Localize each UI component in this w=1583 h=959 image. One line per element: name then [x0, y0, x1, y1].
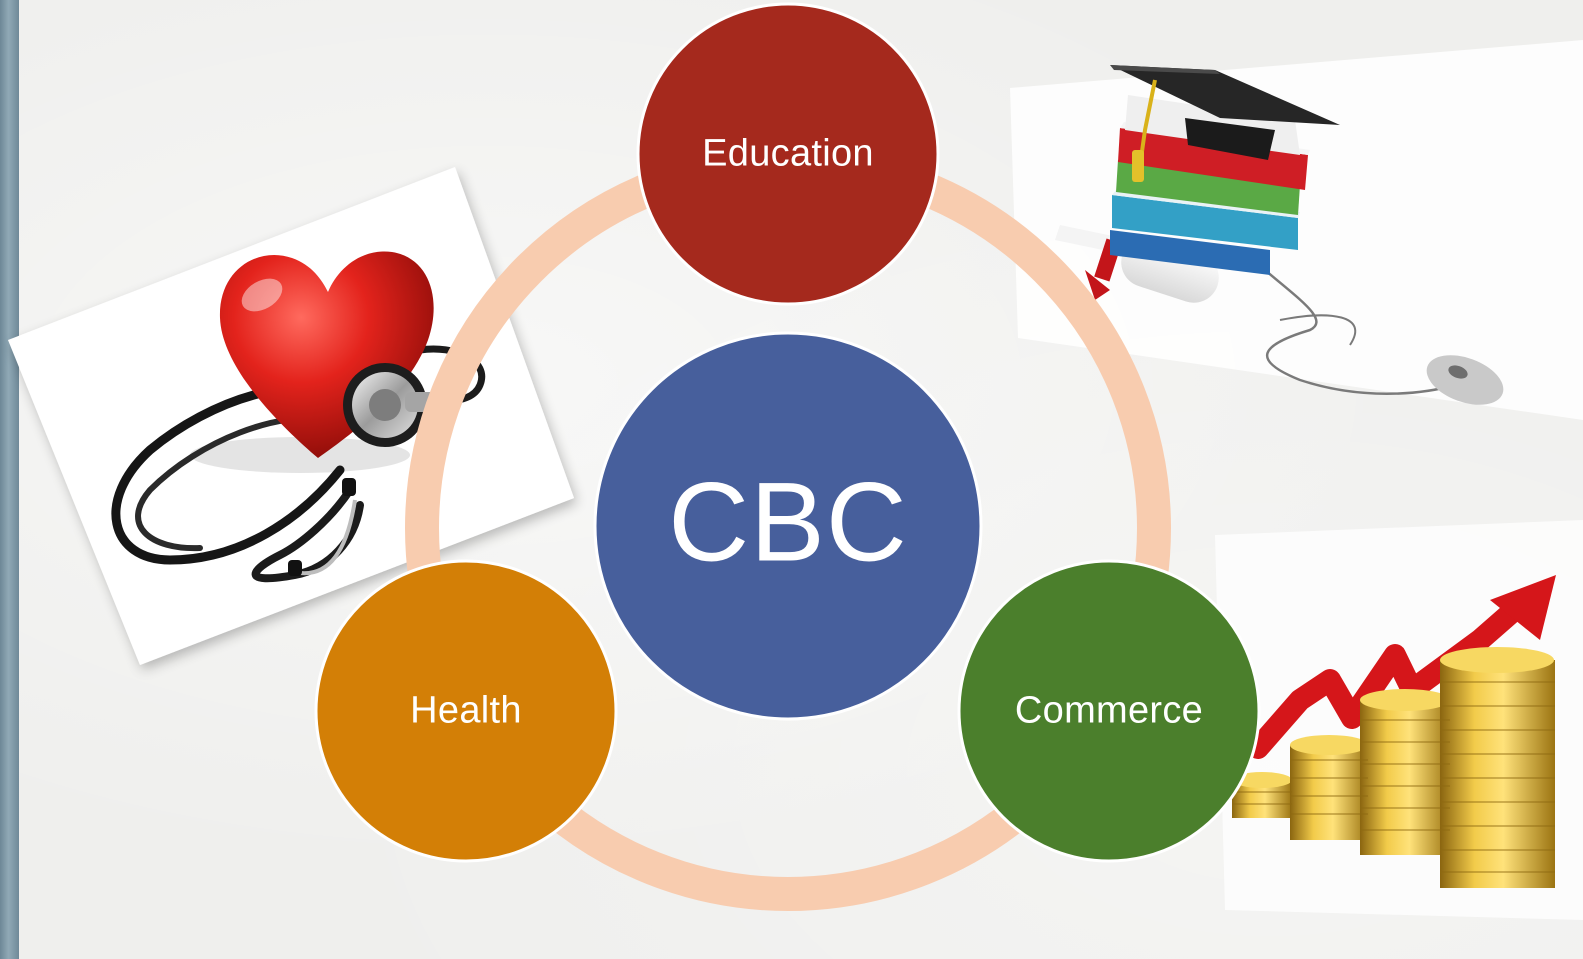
cbc-center-label: CBC	[668, 459, 908, 585]
health-label: Health	[410, 689, 522, 732]
coin-stack-4	[1440, 647, 1555, 888]
graduation-books-image	[1010, 40, 1583, 420]
coin-stack-3	[1360, 689, 1450, 855]
health-node	[314, 559, 618, 863]
education-node	[636, 2, 940, 306]
gold-coins-growth-image	[1215, 520, 1583, 920]
slide-left-border	[0, 0, 19, 959]
cbc-center-node	[593, 331, 983, 721]
commerce-label: Commerce	[1014, 689, 1204, 732]
coin-stack-2	[1290, 735, 1368, 840]
education-label: Education	[702, 132, 874, 175]
coin-stack-1	[1232, 772, 1292, 818]
commerce-node	[957, 559, 1261, 863]
